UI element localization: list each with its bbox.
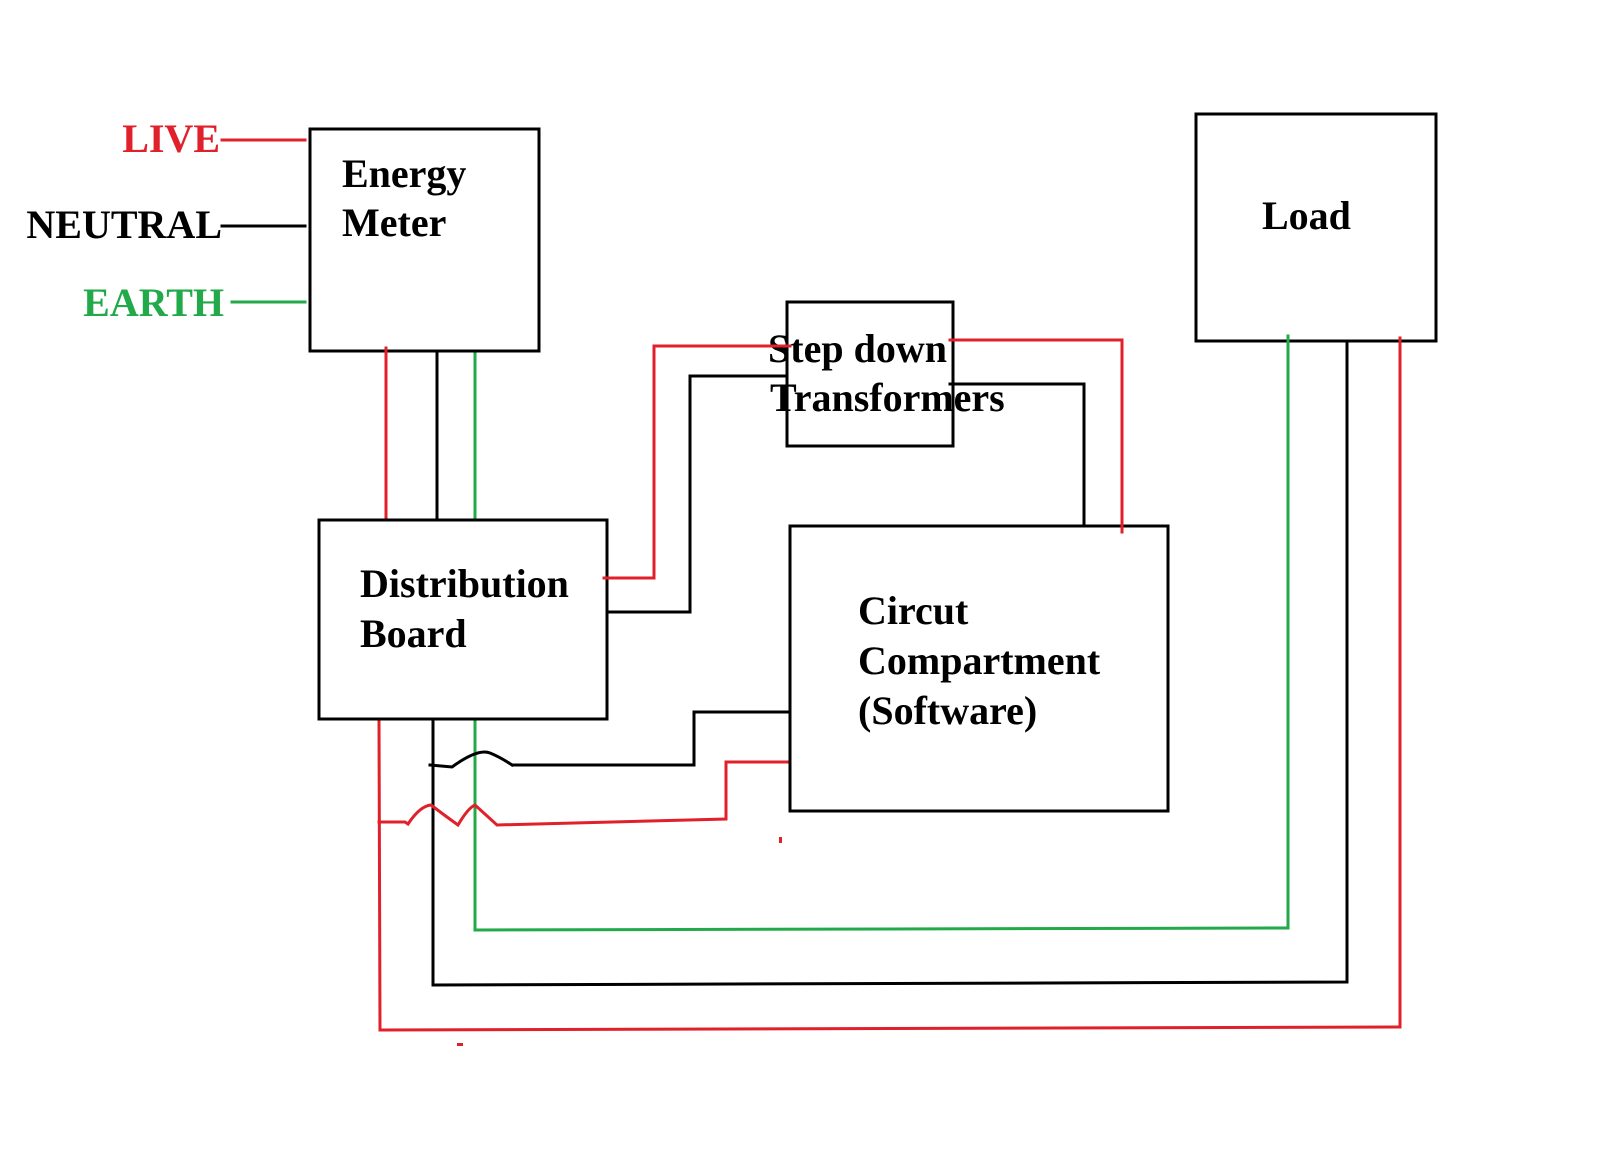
load-label: Load — [1262, 193, 1351, 238]
earth-label: EARTH — [83, 280, 224, 325]
step-down-transformers-block: Step down Transformers — [768, 300, 1005, 448]
db-load-neutral-wire — [431, 338, 1349, 987]
transformer-circuit-live-wire — [950, 338, 1124, 532]
db-transformer-live-wire — [604, 344, 774, 580]
db-transformer-neutral-wire — [604, 374, 788, 614]
db-load-live-wire — [377, 338, 1402, 1032]
energy-meter-label-line2: Meter — [342, 200, 446, 245]
live-label: LIVE — [122, 116, 220, 161]
transformer-circuit-neutral-wire — [950, 382, 1086, 529]
transformers-label-line2: Transformers — [770, 375, 1005, 420]
db-circuit-neutral-wire — [428, 710, 794, 769]
load-block: Load — [1194, 112, 1438, 343]
distribution-board-label-line2: Board — [360, 611, 467, 656]
distribution-board-label-line1: Distribution — [360, 561, 569, 606]
energy-meter-block: Energy Meter — [308, 127, 541, 353]
db-circuit-live-wire — [377, 760, 792, 828]
neutral-label: NEUTRAL — [26, 202, 222, 247]
db-load-earth-wire — [473, 336, 1290, 932]
stray-dot — [457, 1043, 463, 1046]
circuit-compartment-label-line1: Circut — [858, 588, 969, 633]
circuit-compartment-label-line3: (Software) — [858, 688, 1037, 733]
distribution-board-block: Distribution Board — [317, 518, 609, 721]
stray-dot — [779, 837, 782, 843]
transformers-label-line1: Step down — [768, 326, 947, 371]
energy-meter-label-line1: Energy — [342, 151, 466, 196]
circuit-compartment-block: Circut Compartment (Software) — [788, 524, 1170, 813]
circuit-compartment-label-line2: Compartment — [858, 638, 1101, 683]
